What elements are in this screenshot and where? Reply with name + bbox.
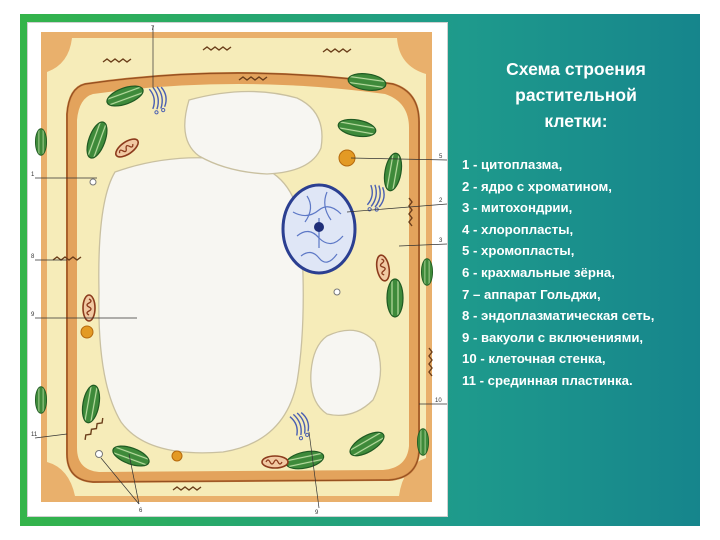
nucleolus xyxy=(314,222,324,232)
slide-title: Схема строения растительной клетки: xyxy=(462,56,690,134)
legend-item: 1 - цитоплазма, xyxy=(462,154,690,176)
legend-item: 8 - эндоплазматическая сеть, xyxy=(462,305,690,327)
legend-item: 4 - хлоропласты, xyxy=(462,219,690,241)
chloroplast xyxy=(417,429,428,456)
lower-vacuole xyxy=(311,330,381,415)
legend-item: 2 - ядро с хроматином, xyxy=(462,176,690,198)
chloroplast xyxy=(35,387,46,414)
legend-item: 10 - клеточная стенка, xyxy=(462,348,690,370)
legend-item: 9 - вакуоли с включениями, xyxy=(462,327,690,349)
chloroplast xyxy=(387,279,403,317)
chromoplast xyxy=(172,451,182,461)
starch-grain xyxy=(90,179,96,185)
legend-item: 11 - срединная пластинка. xyxy=(462,370,690,392)
cell-diagram: 1 2 3 5 6 7 8 9 10 11 9 xyxy=(27,22,448,517)
mitochondrion xyxy=(83,295,95,321)
caption-panel: Схема строения растительной клетки: 1 - … xyxy=(462,56,690,392)
svg-text:11: 11 xyxy=(31,432,38,438)
starch-grain xyxy=(96,451,103,458)
chloroplast xyxy=(421,259,432,286)
legend-item: 3 - митохондрии, xyxy=(462,197,690,219)
legend-item: 7 – аппарат Гольджи, xyxy=(462,284,690,306)
central-vacuole xyxy=(99,158,303,453)
svg-text:10: 10 xyxy=(435,398,442,404)
starch-grain xyxy=(334,289,340,295)
chromoplast xyxy=(81,326,93,338)
legend-item: 5 - хромопласты, xyxy=(462,240,690,262)
organelle-legend: 1 - цитоплазма, 2 - ядро с хроматином, 3… xyxy=(462,154,690,392)
mitochondrion xyxy=(262,456,288,468)
chloroplast xyxy=(35,129,46,156)
legend-item: 6 - крахмальные зёрна, xyxy=(462,262,690,284)
